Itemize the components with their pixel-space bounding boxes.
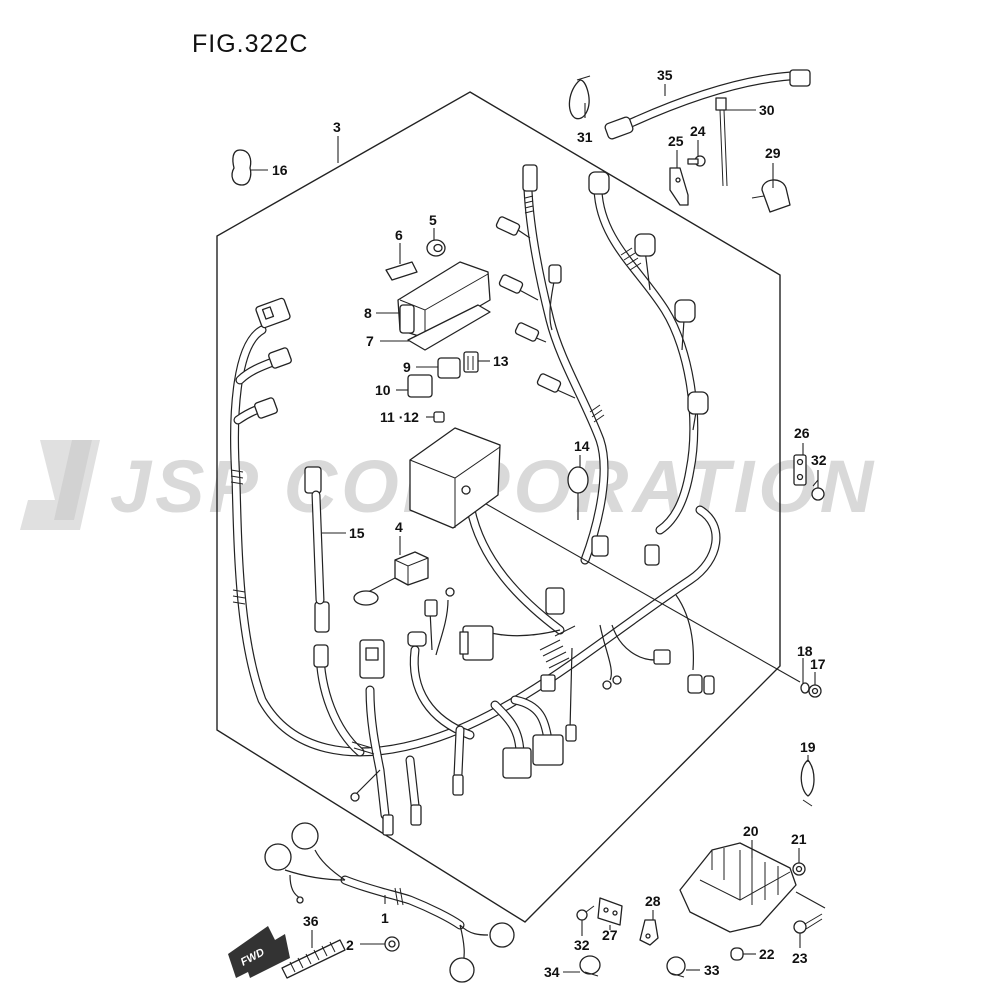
part-nut-17[interactable]	[808, 684, 822, 698]
part-battery-holder-20[interactable]	[679, 842, 797, 933]
part-clamp-31[interactable]	[568, 75, 591, 120]
callout-18[interactable]: 18	[797, 643, 813, 659]
part-grommet-22[interactable]	[730, 947, 744, 961]
callout-24[interactable]: 24	[690, 123, 706, 139]
part-washer-18[interactable]	[800, 682, 810, 694]
part-sleeve-36[interactable]	[281, 939, 346, 979]
part-harness-35[interactable]	[604, 69, 811, 140]
part-fuse-11-12[interactable]	[433, 411, 445, 423]
callout-1[interactable]: 1	[381, 910, 389, 926]
part-clamp-29[interactable]	[751, 179, 791, 213]
part-clamp-34[interactable]	[579, 955, 601, 977]
leader-lines	[250, 84, 819, 973]
callout-26[interactable]: 26	[794, 425, 810, 441]
figure-title: FIG.322C	[192, 30, 309, 58]
callout-31[interactable]: 31	[577, 129, 593, 145]
part-sub-harness-15[interactable]	[311, 490, 325, 605]
callout-30[interactable]: 30	[759, 102, 775, 118]
callout-27[interactable]: 27	[602, 927, 618, 943]
callout-14[interactable]: 14	[574, 438, 590, 454]
callout-15[interactable]: 15	[349, 525, 365, 541]
callout-34[interactable]: 34	[544, 964, 560, 980]
callout-2[interactable]: 2	[346, 937, 354, 953]
part-bracket-25[interactable]	[669, 167, 689, 206]
part-relay-9[interactable]	[437, 357, 461, 379]
part-bolt-32-bottom[interactable]	[576, 905, 595, 921]
part-clip-6[interactable]	[385, 261, 418, 281]
callout-20[interactable]: 20	[743, 823, 759, 839]
part-bracket-28[interactable]	[639, 919, 659, 946]
part-relay-10[interactable]	[407, 374, 433, 398]
fwd-direction-arrow: FWD	[228, 926, 290, 978]
part-bolt-24[interactable]	[687, 155, 706, 167]
callout-7[interactable]: 7	[366, 333, 374, 349]
part-gasket-7[interactable]	[407, 304, 491, 351]
callout-17[interactable]: 17	[810, 656, 826, 672]
callout-9[interactable]: 9	[403, 359, 411, 375]
main-wire-harness[interactable]	[230, 185, 801, 820]
callout-6[interactable]: 6	[395, 227, 403, 243]
part-grommet-5[interactable]	[426, 239, 446, 257]
part-fuse-box-cover-8[interactable]	[397, 261, 491, 339]
callout-16[interactable]: 16	[272, 162, 288, 178]
part-nut-21[interactable]	[792, 862, 806, 876]
part-screw-23[interactable]	[793, 891, 826, 934]
callout-29[interactable]: 29	[765, 145, 781, 161]
callout-33[interactable]: 33	[704, 962, 720, 978]
callout-11-12[interactable]: 11 ·12	[380, 409, 419, 425]
callout-35[interactable]: 35	[657, 67, 673, 83]
part-plate-27[interactable]	[597, 897, 623, 926]
harness-connectors	[254, 164, 715, 836]
part-nut-2[interactable]	[384, 936, 400, 952]
callout-8[interactable]: 8	[364, 305, 372, 321]
part-lamp-harness-1[interactable]	[264, 822, 515, 983]
callout-13[interactable]: 13	[493, 353, 509, 369]
callout-labels: 1 2 3 4 5 6 7 8 9 10 11 ·12 13 14 15 16 …	[272, 67, 827, 980]
callout-22[interactable]: 22	[759, 946, 775, 962]
callout-25[interactable]: 25	[668, 133, 684, 149]
callout-23[interactable]: 23	[792, 950, 808, 966]
callout-32-right[interactable]: 32	[811, 452, 827, 468]
callout-10[interactable]: 10	[375, 382, 391, 398]
part-sensor-14[interactable]	[567, 466, 589, 520]
part-clip-19[interactable]	[800, 759, 815, 807]
callout-36[interactable]: 36	[303, 913, 319, 929]
callout-21[interactable]: 21	[791, 831, 807, 847]
assembly-frame	[216, 91, 781, 923]
part-clamp-33[interactable]	[666, 956, 686, 978]
callout-3[interactable]: 3	[333, 119, 341, 135]
callout-32-bottom[interactable]: 32	[574, 937, 590, 953]
part-relay-4[interactable]	[353, 551, 429, 606]
part-bracket-26[interactable]	[793, 454, 807, 486]
part-relay-box[interactable]	[409, 427, 501, 529]
callout-5[interactable]: 5	[429, 212, 437, 228]
part-cap-16[interactable]	[231, 149, 252, 186]
callout-4[interactable]: 4	[395, 519, 403, 535]
part-cable-tie-30[interactable]	[715, 97, 728, 187]
callout-28[interactable]: 28	[645, 893, 661, 909]
part-fuse-13[interactable]	[463, 351, 479, 373]
callout-19[interactable]: 19	[800, 739, 816, 755]
